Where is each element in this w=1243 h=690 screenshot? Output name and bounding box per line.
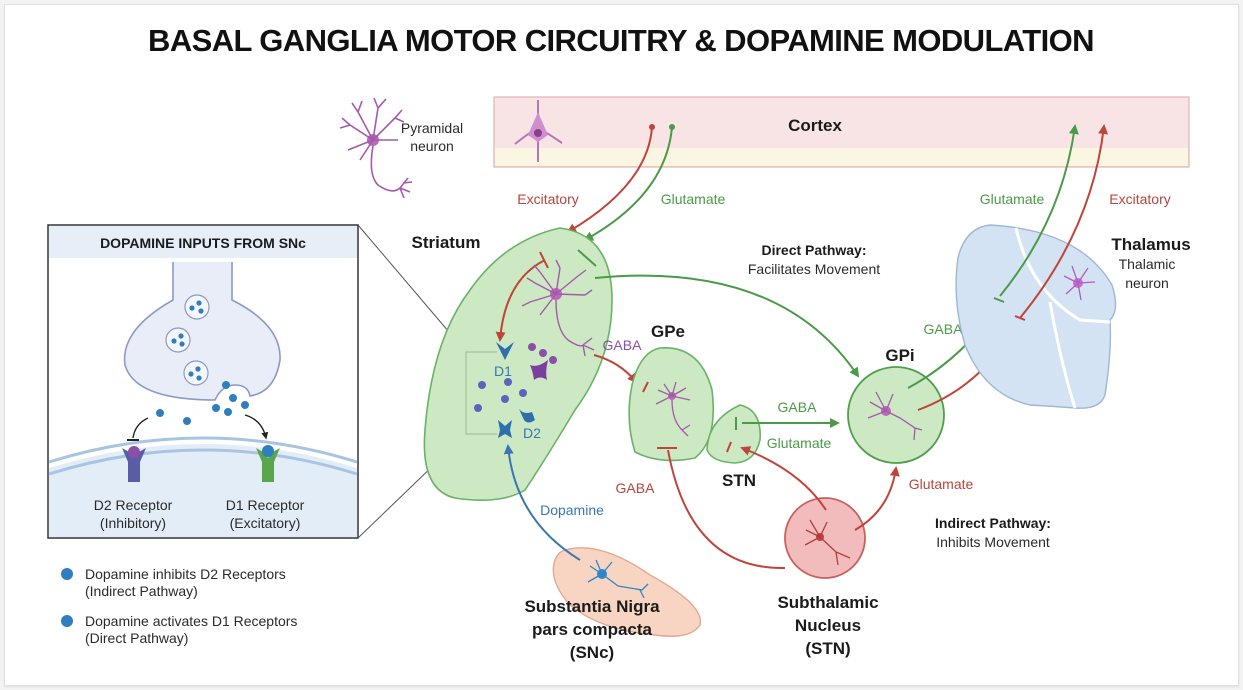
thalamus-region: [955, 224, 1117, 409]
gpe-region: [628, 347, 715, 462]
dopamine-inset-panel: DOPAMINE INPUTS FROM SNc: [47, 224, 359, 539]
gpe-label: GPe: [651, 322, 685, 341]
striatum-region: D1 D2: [423, 227, 613, 502]
cortex-neuron-icon: [514, 100, 563, 162]
striatum-label: Striatum: [412, 233, 481, 252]
snc-label-line3: (SNc): [570, 643, 614, 662]
d2-receptor-sublabel: (Inhibitory): [100, 515, 166, 531]
pyramidal-neuron-icon: [339, 97, 413, 199]
subthalamic-nucleus-region: [784, 497, 866, 579]
stn-full-line1: Subthalamic: [777, 593, 878, 612]
legend-dot-d1: [61, 615, 73, 627]
cortex-region: Cortex: [493, 96, 1190, 168]
snc-label-line1: Substantia Nigra: [524, 597, 660, 616]
stn-full-line2: Nucleus: [795, 616, 861, 635]
legend-dot-d2: [61, 568, 73, 580]
stn-to-small-stn-arrow: [740, 446, 827, 511]
thalamus-sublabel-line1: Thalamic: [1119, 256, 1176, 272]
thalamus-label: Thalamus: [1111, 235, 1190, 254]
striatum-d2-icon: [498, 420, 512, 438]
d1-receptor-sublabel: (Excitatory): [230, 515, 301, 531]
label-stn-glutamate: Glutamate: [767, 435, 832, 451]
stn-full-line3: (STN): [805, 639, 850, 658]
label-striatum-gaba: GABA: [603, 337, 643, 353]
thalamus-sublabel-line2: neuron: [1125, 275, 1169, 291]
label-cortex-excitatory: Excitatory: [517, 191, 578, 207]
presynaptic-terminal: [123, 262, 281, 401]
thalamic-neuron-icon: [1063, 265, 1096, 301]
legend-item-2-line2: (Direct Pathway): [85, 630, 188, 646]
legend-item-1-line1: Dopamine inhibits D2 Receptors: [85, 566, 286, 582]
dopamine-molecules: [156, 300, 249, 425]
label-cortex-glutamate: Glutamate: [661, 191, 726, 207]
snc-label-line2: pars compacta: [532, 620, 653, 639]
indirect-pathway-title: Indirect Pathway:: [935, 515, 1051, 531]
d1-receptor-icon: [256, 445, 280, 482]
gpi-region: [847, 366, 945, 464]
striatum-d1-label: D1: [494, 363, 512, 379]
direct-pathway-title: Direct Pathway:: [761, 242, 866, 258]
legend: Dopamine inhibits D2 Receptors (Indirect…: [61, 566, 297, 646]
label-stn-gpe-gaba: GABA: [616, 480, 656, 496]
striatum-d2-label: D2: [523, 425, 541, 441]
inset-header: DOPAMINE INPUTS FROM SNc: [100, 235, 306, 251]
d1-receptor-label: D1 Receptor: [226, 497, 305, 513]
label-gpi-gaba: GABA: [924, 321, 964, 337]
cortex-glutamate-arrow: [583, 124, 675, 241]
dopamine-arrow: [503, 444, 581, 561]
thalamus-cortex-glutamate-arrow: [999, 124, 1079, 297]
snc-region: [552, 547, 702, 637]
stn-label: STN: [722, 471, 756, 490]
cortex-label: Cortex: [788, 116, 842, 135]
striatal-neuron-icon: [521, 259, 595, 357]
label-dopamine: Dopamine: [540, 502, 604, 518]
label-thal-glutamate: Glutamate: [980, 191, 1045, 207]
stn-gpi-glutamate-arrow: [854, 466, 900, 531]
gpi-label: GPi: [885, 346, 914, 365]
pyramidal-label-line1: Pyramidal: [401, 120, 463, 136]
d2-receptor-icon: [122, 446, 146, 482]
pyramidal-label-line2: neuron: [410, 138, 454, 154]
legend-item-2-line1: Dopamine activates D1 Receptors: [85, 613, 297, 629]
diagram-title: BASAL GANGLIA MOTOR CIRCUITRY & DOPAMINE…: [148, 23, 1094, 58]
stn-gpe-gaba-arrow: [667, 449, 786, 570]
stn-region: [706, 404, 761, 464]
label-gpe-stn-gaba: GABA: [778, 399, 818, 415]
indirect-pathway-subtitle: Inhibits Movement: [936, 534, 1050, 550]
label-thal-excitatory: Excitatory: [1109, 191, 1170, 207]
direct-pathway-subtitle: Facilitates Movement: [748, 261, 880, 277]
thalamus-cortex-excitatory-arrow: [1019, 124, 1109, 319]
d2-receptor-label: D2 Receptor: [94, 497, 173, 513]
legend-item-1-line2: (Indirect Pathway): [85, 583, 198, 599]
direct-pathway-arrow: [594, 274, 860, 378]
label-stn-gpi-glutamate: Glutamate: [909, 476, 974, 492]
cortex-excitatory-arrow: [566, 124, 655, 234]
striatum-d1-icon: [496, 342, 514, 360]
